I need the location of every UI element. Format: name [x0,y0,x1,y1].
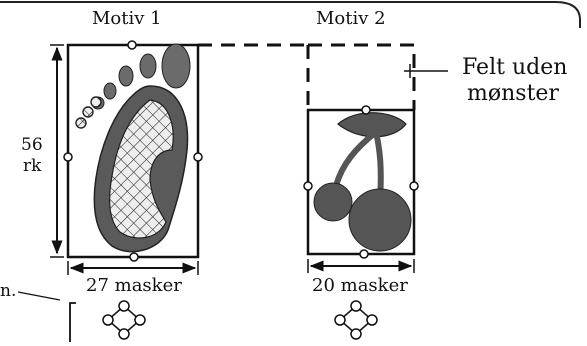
toe-2 [140,54,156,78]
callout-line2: mønster [467,83,559,105]
motif1-handle-bottom[interactable] [130,253,138,261]
motif1-handle-left[interactable] [64,153,72,161]
motif1-width-label: 27 masker [86,277,182,295]
toe-dot-c [76,118,86,128]
toe-dot-b [83,107,93,117]
motif1-height-unit: rk [23,158,41,175]
empty-field-frame [308,45,414,110]
toe-3 [119,66,133,86]
motif1-title: Motiv 1 [92,10,162,28]
cherry-small [314,183,352,221]
page-frame-corner [0,2,580,28]
motif2-handle-bottom[interactable] [360,250,368,258]
motif2-handle-left[interactable] [304,182,312,190]
left-leader-line [18,292,60,300]
motif1-height-value: 56 [21,137,43,154]
toe-dot-a [91,97,101,107]
cherry-large [349,189,411,251]
motif1-layout-icon [103,301,145,339]
motif2-handle-right[interactable] [410,182,418,190]
motif1-handle-top[interactable] [128,41,136,49]
motif2-width-label: 20 masker [312,277,408,295]
left-bracket [70,303,76,342]
callout-line1: Felt uden [462,57,567,79]
toe-big [162,44,190,88]
motif2-layout-icon [335,301,377,339]
cherry-stem-left [336,132,376,186]
motif2-handle-top[interactable] [362,106,370,114]
motif2-title: Motiv 2 [316,10,386,28]
motif1-handle-right[interactable] [194,153,202,161]
toe-4 [104,83,116,99]
left-cut-label: n. [0,283,16,300]
